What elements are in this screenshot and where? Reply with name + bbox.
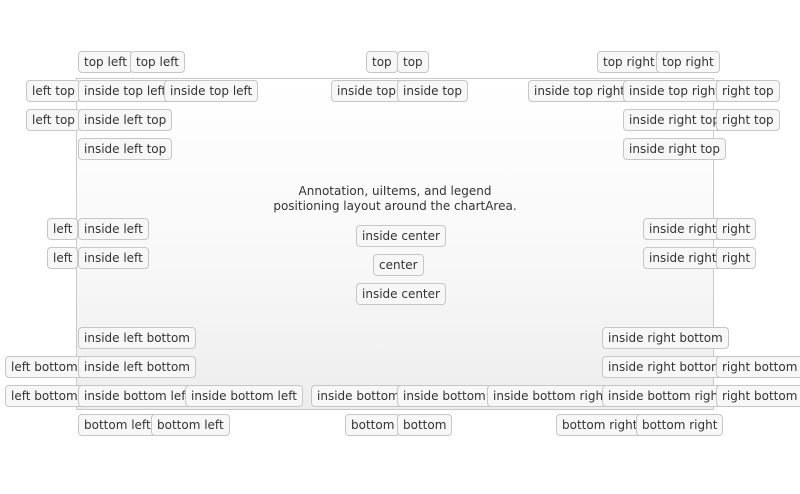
inside-top-left-item-1[interactable]: inside top left bbox=[78, 80, 173, 102]
inside-top-item-1[interactable]: inside top bbox=[331, 80, 403, 102]
inside-bottom-item-1[interactable]: inside bottom bbox=[311, 385, 406, 407]
bottom-left-item-2[interactable]: bottom left bbox=[151, 414, 230, 436]
inside-right-bottom-item-2[interactable]: inside right bottom bbox=[602, 356, 729, 378]
top-right-item-1[interactable]: top right bbox=[597, 51, 661, 73]
inside-left-top-item-2[interactable]: inside left top bbox=[78, 138, 173, 160]
inside-right-top-item-2[interactable]: inside right top bbox=[623, 138, 727, 160]
top-left-item-1[interactable]: top left bbox=[78, 51, 133, 73]
right-item-2[interactable]: right bbox=[716, 247, 757, 269]
bottom-right-item-2[interactable]: bottom right bbox=[636, 414, 724, 436]
inside-bottom-left-item-2[interactable]: inside bottom left bbox=[185, 385, 303, 407]
inside-bottom-left-item-1[interactable]: inside bottom left bbox=[78, 385, 196, 407]
inside-top-right-item-2[interactable]: inside top right bbox=[623, 80, 727, 102]
left-top-item-1[interactable]: left top bbox=[26, 80, 81, 102]
inside-center-item-2[interactable]: inside center bbox=[356, 283, 446, 305]
inside-bottom-right-item-1[interactable]: inside bottom right bbox=[487, 385, 614, 407]
inside-left-top-item-1[interactable]: inside left top bbox=[78, 109, 173, 131]
inside-right-item-1[interactable]: inside right bbox=[643, 218, 723, 240]
right-top-item-1[interactable]: right top bbox=[716, 80, 780, 102]
bottom-left-item-1[interactable]: bottom left bbox=[78, 414, 157, 436]
left-item-1[interactable]: left bbox=[47, 218, 79, 240]
chart-title-line-2: positioning layout around the chartArea. bbox=[273, 199, 517, 213]
inside-bottom-item-2[interactable]: inside bottom bbox=[397, 385, 492, 407]
inside-left-bottom-item-1[interactable]: inside left bottom bbox=[78, 327, 196, 349]
center-item[interactable]: center bbox=[373, 254, 424, 276]
chart-title: Annotation, uiItems, and legend position… bbox=[200, 184, 590, 214]
right-item-1[interactable]: right bbox=[716, 218, 757, 240]
inside-right-item-2[interactable]: inside right bbox=[643, 247, 723, 269]
right-bottom-item-2[interactable]: right bottom bbox=[716, 385, 800, 407]
inside-right-bottom-item-1[interactable]: inside right bottom bbox=[602, 327, 729, 349]
left-bottom-item-1[interactable]: left bottom bbox=[5, 356, 84, 378]
inside-left-item-1[interactable]: inside left bbox=[78, 218, 149, 240]
chart-title-line-1: Annotation, uiItems, and legend bbox=[298, 184, 492, 198]
inside-right-top-item-1[interactable]: inside right top bbox=[623, 109, 727, 131]
top-right-item-2[interactable]: top right bbox=[656, 51, 720, 73]
right-bottom-item-1[interactable]: right bottom bbox=[716, 356, 800, 378]
left-item-2[interactable]: left bbox=[47, 247, 79, 269]
inside-left-bottom-item-2[interactable]: inside left bottom bbox=[78, 356, 196, 378]
inside-bottom-right-item-2[interactable]: inside bottom right bbox=[602, 385, 729, 407]
left-bottom-item-2[interactable]: left bottom bbox=[5, 385, 84, 407]
bottom-item-2[interactable]: bottom bbox=[397, 414, 453, 436]
bottom-right-item-1[interactable]: bottom right bbox=[556, 414, 644, 436]
inside-center-item-1[interactable]: inside center bbox=[356, 225, 446, 247]
inside-top-left-item-2[interactable]: inside top left bbox=[164, 80, 259, 102]
top-item-2[interactable]: top bbox=[397, 51, 429, 73]
right-top-item-2[interactable]: right top bbox=[716, 109, 780, 131]
inside-top-item-2[interactable]: inside top bbox=[397, 80, 469, 102]
inside-top-right-item-1[interactable]: inside top right bbox=[528, 80, 632, 102]
top-item-1[interactable]: top bbox=[366, 51, 398, 73]
bottom-item-1[interactable]: bottom bbox=[345, 414, 401, 436]
top-left-item-2[interactable]: top left bbox=[130, 51, 185, 73]
left-top-item-2[interactable]: left top bbox=[26, 109, 81, 131]
inside-left-item-2[interactable]: inside left bbox=[78, 247, 149, 269]
